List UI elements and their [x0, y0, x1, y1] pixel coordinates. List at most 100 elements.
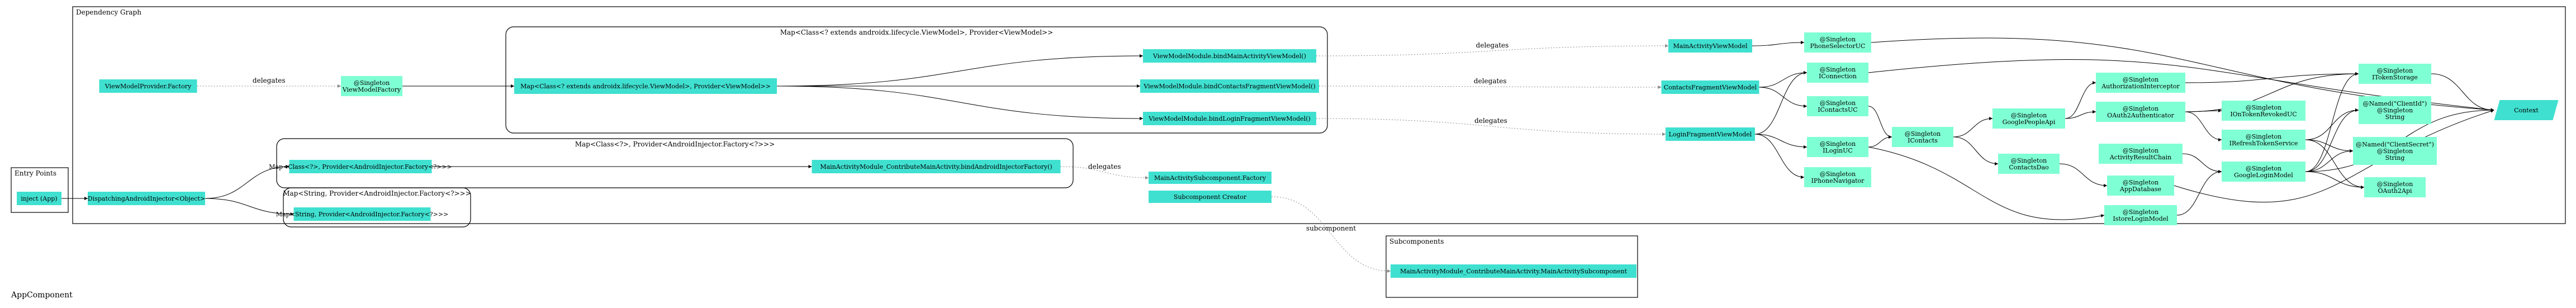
node-label: ITokenStorage	[2372, 74, 2418, 81]
edge-label-delegates: delegates	[1476, 41, 1509, 49]
edge-oauth2-authenticator-to-itoken-storage	[2185, 72, 2359, 112]
edge-google-login-model-to-named-client-secret	[2305, 149, 2354, 172]
cluster-map-viewmodel: Map<Class<? extends androidx.lifecycle.V…	[505, 26, 1328, 134]
node-label: @Singleton	[1820, 36, 1856, 43]
node-map-class-node[interactable]: Map<Class<?>, Provider<AndroidInjector.F…	[269, 160, 452, 173]
node-label: IContacts	[1908, 137, 1938, 144]
edge-map-vm-node-to-bind-login-vm	[776, 86, 1144, 120]
node-bind-login-vm[interactable]: ViewModelModule.bindLoginFragmentViewMod…	[1143, 112, 1316, 125]
node-label: Context	[2514, 107, 2539, 114]
node-map-vm-node[interactable]: Map<Class<? extends androidx.lifecycle.V…	[514, 78, 777, 94]
node-vm-provider-factory[interactable]: ViewModelProvider.Factory	[99, 79, 197, 93]
edge-main-activity-vm-to-phone-selector	[1752, 41, 1805, 46]
node-label: @Singleton	[1820, 170, 1856, 178]
node-label: MainActivityModule_ContributeMainActivit…	[1400, 268, 1628, 275]
edge-google-login-model-to-oauth2-api	[2305, 171, 2365, 189]
node-label: @Named("ClientId")	[2363, 100, 2427, 107]
edge-contacts-fragment-vm-to-icontacts-uc	[1759, 87, 1808, 108]
node-label: @Singleton	[2246, 165, 2281, 172]
node-bind-main-vm[interactable]: ViewModelModule.bindMainActivityViewMode…	[1143, 49, 1316, 63]
edge-contacts-dao-to-app-database	[2059, 163, 2108, 187]
edge-app-database-to-context	[2174, 109, 2494, 203]
edge-ilogin-uc-to-istore-login-model	[1868, 146, 2105, 220]
cluster-label: Map<Class<?>, Provider<AndroidInjector.F…	[575, 140, 775, 148]
node-label: IRefreshTokenService	[2229, 140, 2298, 147]
cluster-entry-points: Entry Points	[11, 167, 69, 213]
node-label: ContactsFragmentViewModel	[1664, 84, 1757, 91]
edge-label-subcomponent: subcomponent	[1306, 225, 1356, 233]
node-inject-app[interactable]: inject (App)	[17, 192, 61, 205]
node-main-activity-subcomponent[interactable]: MainActivityModule_ContributeMainActivit…	[1391, 264, 1636, 278]
node-label: MainActivityViewModel	[1673, 42, 1748, 50]
node-label: Map<String, Provider<AndroidInjector.Fac…	[276, 211, 448, 218]
cluster-label: Entry Points	[15, 169, 56, 177]
node-label: @Singleton	[2377, 107, 2413, 114]
node-contribute-main[interactable]: MainActivityModule_ContributeMainActivit…	[812, 160, 1061, 173]
node-label: IContactsUC	[1818, 106, 1857, 113]
edge-login-fragment-vm-to-ilogin-uc	[1754, 134, 1808, 149]
node-map-string-node[interactable]: Map<String, Provider<AndroidInjector.Fac…	[276, 207, 448, 221]
node-label: Subcomponent Creator	[1174, 193, 1247, 201]
node-contacts-fragment-vm[interactable]: ContactsFragmentViewModel	[1661, 80, 1759, 94]
node-label: DispatchingAndroidInjector<Object>	[88, 195, 205, 202]
edge-label-delegates: delegates	[253, 77, 286, 84]
node-label: @Singleton	[354, 79, 390, 87]
node-label: @Singleton	[1820, 66, 1856, 73]
node-label: IOnTokenRevokedUC	[2230, 111, 2297, 118]
node-label: @Singleton	[2377, 181, 2413, 188]
node-label: inject (App)	[21, 195, 57, 202]
edge-label-delegates: delegates	[1474, 117, 1507, 125]
edge-oauth2-authenticator-to-irefresh-token-service	[2185, 111, 2222, 141]
edge-icontacts-to-contacts-dao	[1953, 136, 1999, 165]
edges-layer: delegates subcomponent delegates delegates d…	[61, 37, 2494, 273]
cluster-label: Map<Class<? extends androidx.lifecycle.V…	[780, 29, 1054, 36]
node-label: OAuth2Api	[2378, 187, 2412, 195]
edge-oauth2-authenticator-to-ion-token-revoked	[2185, 109, 2222, 113]
node-label: IPhoneNavigator	[1811, 177, 1865, 184]
edge-google-login-model-to-itoken-storage	[2305, 72, 2359, 172]
node-bind-contacts-vm[interactable]: ViewModelModule.bindContactsFragmentView…	[1140, 79, 1319, 93]
edge-dispatching-injector-to-map-string-node	[205, 198, 294, 216]
node-label: AuthorizationInterceptor	[2101, 83, 2180, 90]
edge-bind-contacts-vm-to-contacts-fragment-vm: delegates	[1318, 77, 1662, 89]
edge-subcomponent-creator-to-main-activity-subcomponent: subcomponent	[1271, 196, 1391, 273]
node-subcomponent-factory[interactable]: MainActivitySubcomponent.Factory	[1149, 172, 1272, 184]
node-label: @Singleton	[2246, 133, 2281, 140]
node-dispatching-injector[interactable]: DispatchingAndroidInjector<Object>	[88, 192, 205, 205]
node-main-activity-vm[interactable]: MainActivityViewModel	[1668, 39, 1752, 53]
node-subcomponent-creator[interactable]: Subcomponent Creator	[1149, 191, 1272, 203]
node-label: @Singleton	[2377, 67, 2413, 74]
cluster-label: Dependency Graph	[76, 8, 141, 16]
node-label: PhoneSelectorUC	[1810, 42, 1866, 50]
node-context[interactable]: Context	[2494, 100, 2559, 120]
edge-label-delegates: delegates	[1474, 77, 1507, 85]
node-label: MainActivitySubcomponent.Factory	[1154, 174, 1266, 182]
node-login-fragment-vm[interactable]: LoginFragmentViewModel	[1666, 127, 1755, 141]
node-label: ViewModelModule.bindMainActivityViewMode…	[1152, 53, 1306, 60]
node-label: GooglePeopleApi	[2003, 119, 2056, 126]
edge-icontacts-to-google-people-api	[1953, 117, 1993, 138]
